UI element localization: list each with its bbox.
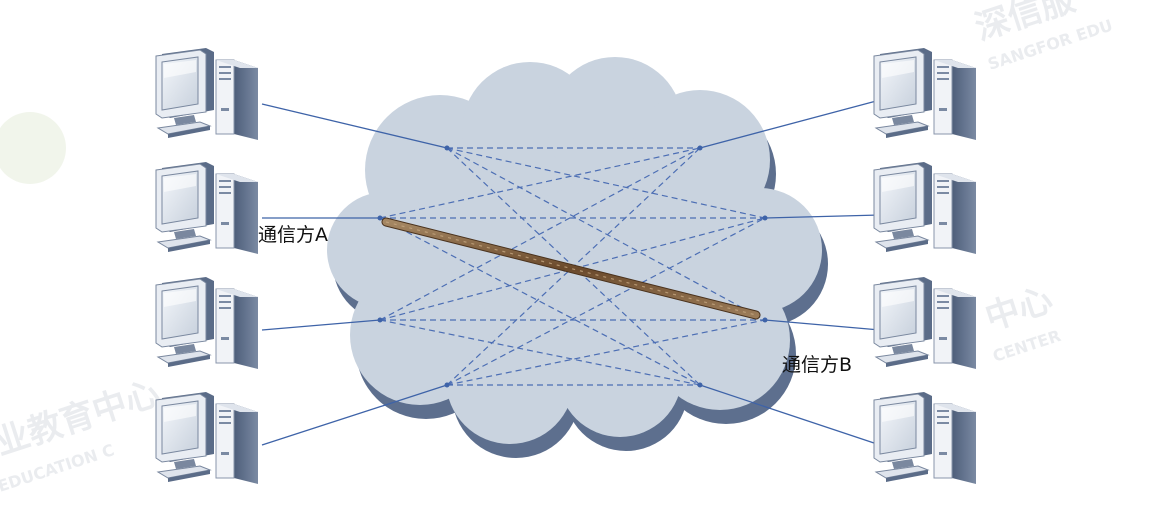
junction-dot — [762, 215, 768, 221]
access-line-right-1 — [699, 99, 881, 149]
party-a-label: 通信方A — [258, 224, 328, 246]
computer-left-2 — [155, 161, 259, 255]
computer-left-3 — [155, 276, 259, 370]
mesh-line — [446, 147, 766, 321]
mesh-line — [446, 319, 766, 386]
junction-dot — [377, 215, 383, 221]
mesh-line — [379, 217, 701, 386]
junction-dot — [762, 317, 768, 323]
junction-dot — [697, 145, 703, 151]
access-line-left-1 — [261, 103, 448, 149]
junction-dot — [697, 382, 703, 388]
access-line-left-3 — [261, 319, 381, 331]
network-cloud — [327, 57, 828, 458]
watermark-logo — [0, 112, 66, 184]
mesh-line — [379, 147, 701, 219]
secure-channel — [381, 217, 761, 320]
mesh-line — [379, 319, 701, 386]
mesh-line — [379, 217, 766, 321]
computer-right-1 — [873, 47, 977, 141]
mesh-line — [446, 147, 766, 219]
computer-left-4 — [155, 391, 259, 485]
access-line-right-2 — [764, 214, 881, 219]
party-b-label: 通信方B — [782, 354, 853, 376]
computer-right-4 — [873, 391, 977, 485]
access-line-right-3 — [764, 319, 881, 331]
junction-points — [377, 145, 768, 388]
access-links — [261, 99, 881, 446]
junction-dot — [377, 317, 383, 323]
access-line-right-4 — [699, 384, 881, 446]
junction-dot — [444, 145, 450, 151]
junction-dot — [444, 382, 450, 388]
access-line-left-4 — [261, 384, 448, 446]
mesh-line — [379, 147, 701, 321]
computer-left-1 — [155, 47, 259, 141]
computer-right-2 — [873, 161, 977, 255]
computer-right-3 — [873, 276, 977, 370]
